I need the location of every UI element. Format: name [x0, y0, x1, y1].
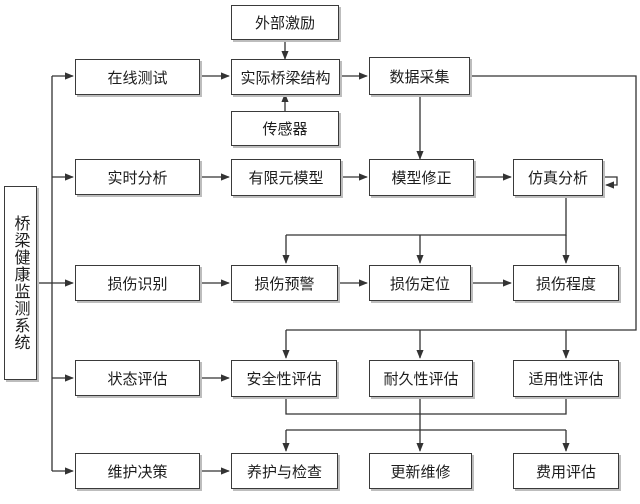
node-label: 费用评估 [535, 462, 596, 481]
node-label: 模型修正 [391, 169, 452, 187]
stage-condition-assessment: 状态评估 [75, 360, 200, 396]
maintenance-inspection-box: 养护与检查 [231, 453, 338, 489]
serviceability-assessment-box: 适用性评估 [513, 360, 619, 397]
node-label: 耐久性评估 [383, 370, 459, 388]
simulation-analysis-box: 仿真分析 [513, 159, 603, 196]
stage-label: 维护决策 [107, 462, 168, 481]
external-excitation-box: 外部激励 [231, 5, 339, 40]
node-label: 损伤预警 [254, 274, 315, 293]
node-label: 适用性评估 [528, 370, 604, 388]
assessment-collector-line [285, 397, 567, 415]
node-label: 养护与检查 [246, 462, 322, 481]
root-label: 桥梁健康监测系统 [11, 215, 31, 351]
stage-label: 实时分析 [107, 168, 168, 187]
node-label: 有限元模型 [248, 169, 324, 187]
damage-severity-box: 损伤程度 [513, 265, 619, 301]
node-label: 传感器 [262, 120, 308, 138]
safety-assessment-box: 安全性评估 [231, 360, 337, 397]
renewal-repair-box: 更新维修 [369, 453, 472, 489]
stage-maintenance-decision: 维护决策 [75, 453, 200, 489]
simulation-down-line [286, 196, 567, 236]
node-label: 实际桥梁结构 [240, 68, 331, 87]
stage-label: 在线测试 [107, 68, 168, 87]
stage-damage-identification: 损伤识别 [75, 265, 200, 301]
finite-element-model-box: 有限元模型 [231, 159, 341, 196]
damage-warning-box: 损伤预警 [231, 265, 338, 301]
stage-label: 损伤识别 [107, 274, 168, 293]
node-label: 损伤定位 [389, 274, 450, 293]
node-label: 更新维修 [390, 462, 451, 481]
durability-assessment-box: 耐久性评估 [369, 360, 473, 397]
node-label: 仿真分析 [527, 169, 588, 187]
node-label: 损伤程度 [535, 274, 596, 293]
sensor-box: 传感器 [231, 111, 339, 146]
stage-realtime-analysis: 实时分析 [75, 159, 200, 195]
bridge-health-monitoring-system-box: 桥梁健康监测系统 [4, 186, 37, 380]
data-acquisition-box: 数据采集 [369, 57, 470, 95]
node-label: 数据采集 [389, 67, 450, 86]
stage-online-test: 在线测试 [75, 59, 200, 95]
node-label: 安全性评估 [246, 370, 322, 388]
damage-location-box: 损伤定位 [369, 265, 471, 301]
actual-bridge-structure-box: 实际桥梁结构 [231, 59, 340, 95]
node-label: 外部激励 [254, 14, 315, 32]
cost-assessment-box: 费用评估 [513, 453, 619, 489]
stage-label: 状态评估 [107, 369, 168, 388]
arrow-simulation-loop [603, 176, 618, 189]
acquisition-to-assessment-line [286, 75, 637, 331]
model-update-box: 模型修正 [369, 159, 474, 196]
